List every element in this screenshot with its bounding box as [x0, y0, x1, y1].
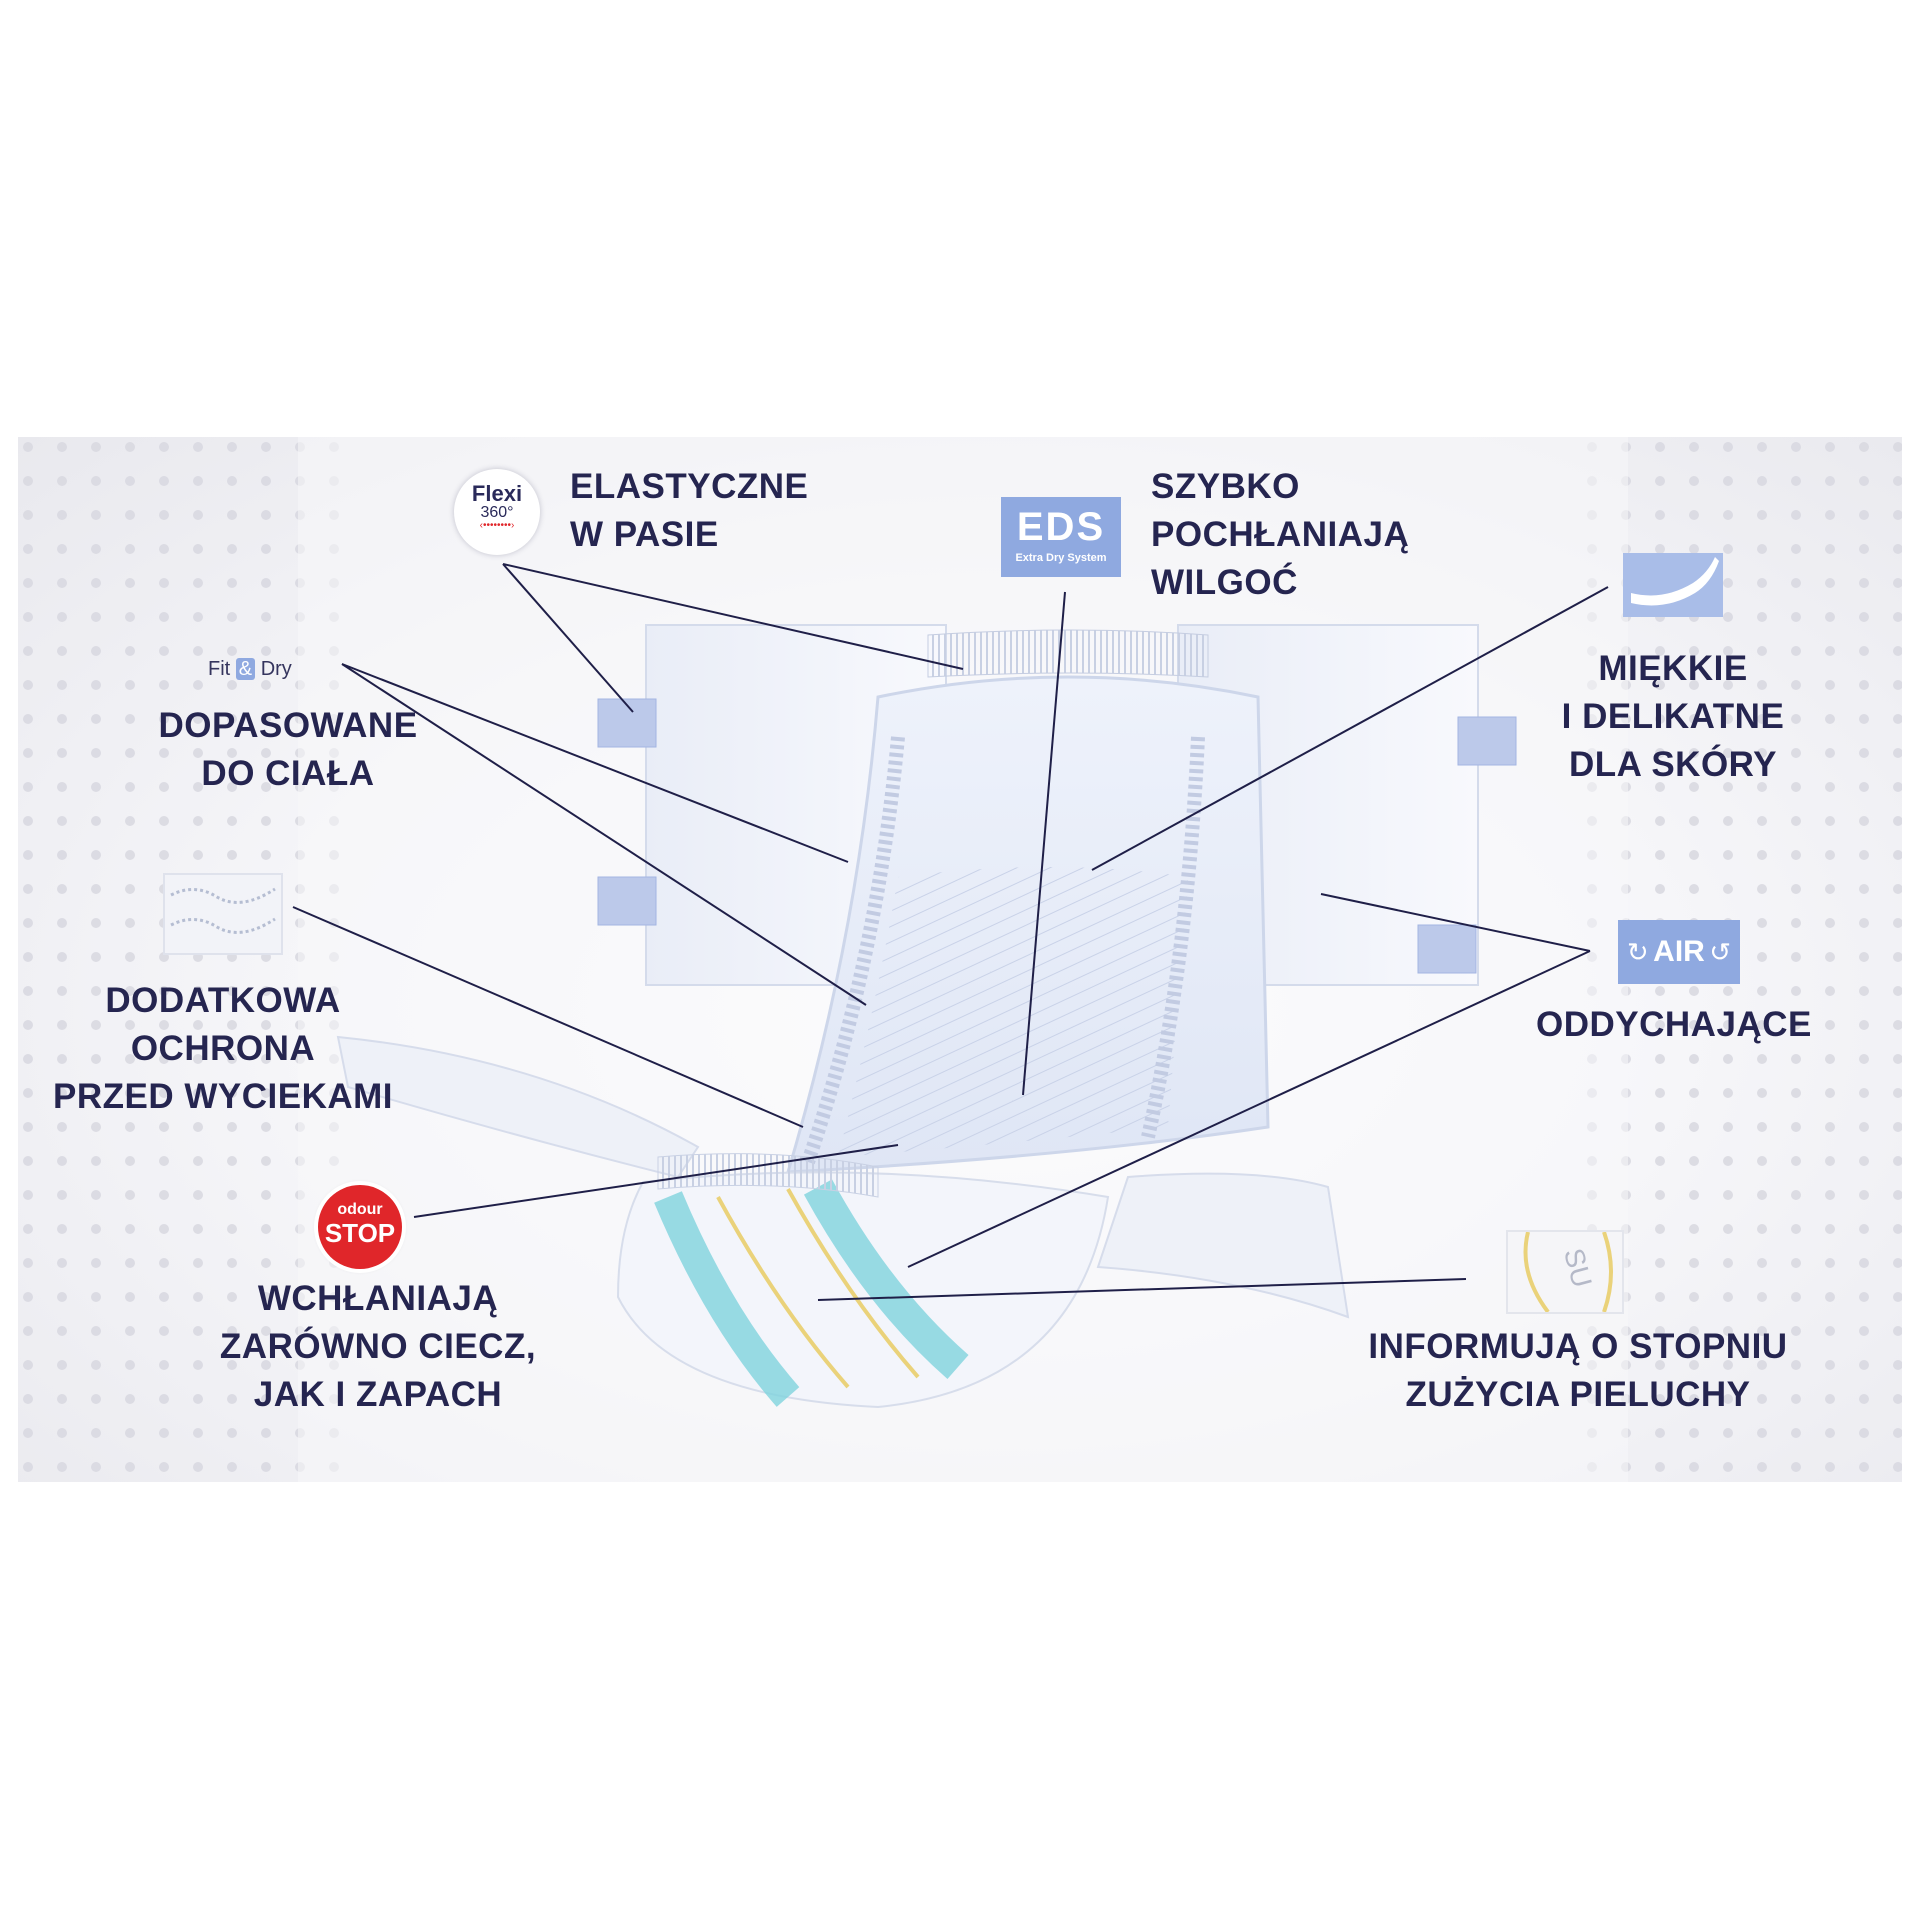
label-miekkie: MIĘKKIE I DELIKATNE DLA SKÓRY [1561, 649, 1785, 784]
label-wchlaniaja: WCHŁANIAJĄ ZARÓWNO CIECZ, JAK I ZAPACH [219, 1279, 537, 1414]
striped-core [838, 867, 1188, 1157]
leader-fit-1 [341, 663, 849, 863]
leader-eds [1022, 591, 1066, 1096]
air-arrow-right-icon: ↺ [1709, 937, 1732, 967]
waist-band [927, 629, 1209, 678]
dot-band-left [18, 437, 348, 1482]
front-wing-right [1096, 1172, 1350, 1319]
fit-dry-logo: Fit & Dry [208, 658, 292, 681]
dry-text: Dry [260, 658, 292, 680]
odour-text: odour [337, 1201, 383, 1218]
label-oddychajace: ODDYCHAJĄCE [1536, 1005, 1812, 1044]
label-szybko: SZYBKO POCHŁANIAJĄ WILGOĆ [1151, 467, 1410, 602]
wetness-indicator-teal-2 [803, 1179, 969, 1380]
label-elastyczne: ELASTYCZNE W PASIE [570, 467, 809, 554]
leader-extra [292, 906, 804, 1128]
wetness-indicator-yellow [716, 1196, 850, 1389]
flexi-top-text: Flexi [471, 481, 523, 506]
air-icon: ↻ AIR ↺ [1618, 920, 1740, 984]
leak-guard-right [1141, 736, 1205, 1139]
air-text: AIR [1653, 935, 1705, 968]
air-arrow-left-icon: ↻ [1626, 937, 1649, 967]
wetness-indicator-icon: SU [1506, 1230, 1624, 1314]
leader-indicator [817, 1278, 1467, 1301]
eds-small-text: Extra Dry System [1015, 552, 1107, 564]
leader-air-1 [1320, 893, 1591, 952]
fit-text: Fit [208, 658, 231, 680]
leak-guard-icon [163, 873, 283, 955]
label-dodatkowa: DODATKOWA OCHRONA PRZED WYCIEKAMI [53, 981, 393, 1116]
odour-stop-icon: odour STOP [318, 1185, 402, 1269]
leader-odour [413, 1144, 899, 1218]
feature-panel: Flexi 360° ‹••••••••› ELASTYCZNE W PASIE… [18, 437, 1902, 1482]
leader-soft [1091, 586, 1609, 871]
leader-flexi-1 [502, 563, 634, 713]
label-informuja: INFORMUJĄ O STOPNIU ZUŻYCIA PIELUCHY [1368, 1327, 1788, 1414]
amp-text: & [235, 658, 256, 680]
label-dopasowane: DOPASOWANE DO CIAŁA [158, 706, 418, 793]
leader-lines [292, 563, 1609, 1301]
flexi-bottom-text: 360° [480, 504, 514, 521]
eds-big-text: EDS [1016, 505, 1106, 549]
leak-guard-left [801, 736, 905, 1165]
flexi-360-icon: Flexi 360° ‹••••••••› [454, 469, 540, 555]
soft-layer-icon [1623, 553, 1723, 617]
wetness-indicator-teal-1 [654, 1191, 800, 1407]
stop-text: STOP [324, 1218, 396, 1248]
front-elastic [657, 1153, 879, 1198]
leader-air-2 [907, 950, 1591, 1268]
eds-icon: EDS Extra Dry System [1001, 497, 1121, 577]
side-tapes [597, 698, 1517, 974]
leader-flexi-2 [502, 563, 964, 670]
diaper-illustration [18, 437, 1902, 1482]
flexi-arrow-icon: ‹••••••••› [479, 520, 515, 531]
leader-fit-2 [341, 663, 867, 1006]
